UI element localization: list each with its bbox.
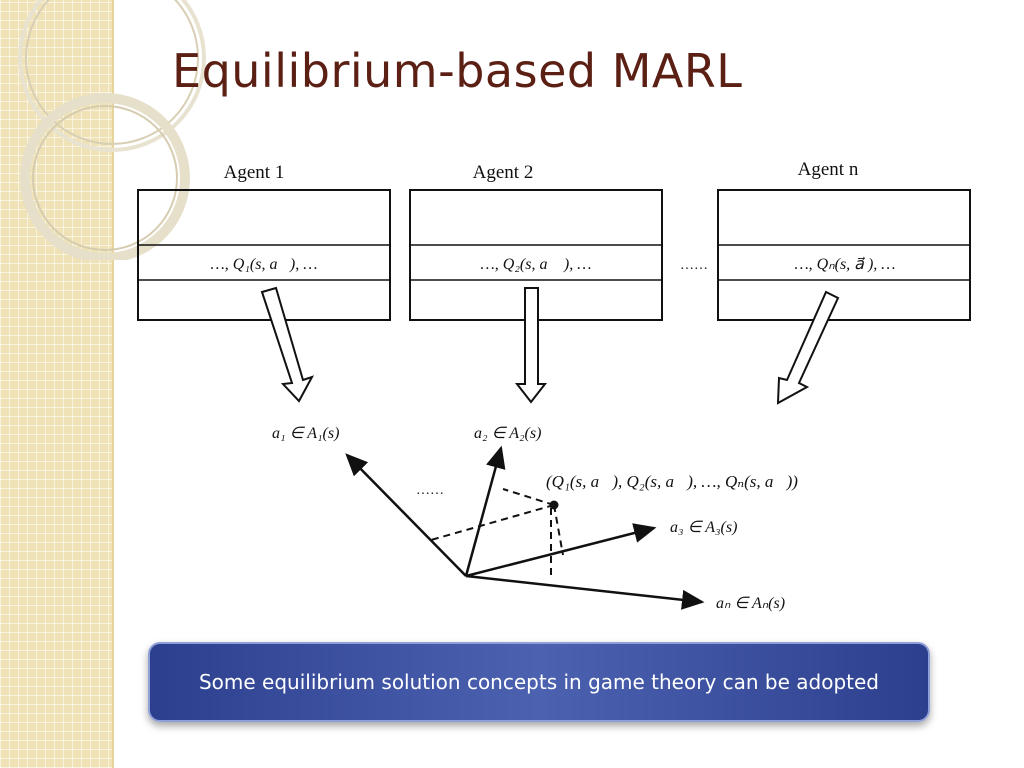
agent-2-label: Agent 2 bbox=[473, 162, 534, 183]
projection-lines bbox=[430, 488, 564, 580]
axis-a1 bbox=[345, 453, 467, 577]
agent-2-q-label: …, Q₂(s, a⃗ ), … bbox=[481, 256, 592, 273]
action-label-a1: a₁ ∈ A₁(s) bbox=[272, 425, 339, 442]
decorative-circles bbox=[18, 0, 206, 260]
action-label-an: aₙ ∈ Aₙ(s) bbox=[716, 595, 785, 612]
caption-banner: Some equilibrium solution concepts in ga… bbox=[148, 642, 930, 722]
agent-1-label: Agent 1 bbox=[224, 162, 285, 183]
agent-2-hollow-arrow bbox=[514, 287, 548, 404]
agent-1-q-label: …, Q₁(s, a⃗), … bbox=[211, 256, 318, 273]
axes-ellipsis: …… bbox=[416, 483, 444, 498]
agent-n-q-label: …, Qₙ(s, a⃗ ), … bbox=[794, 256, 895, 273]
agents-ellipsis: …… bbox=[680, 258, 708, 273]
agent-n-hollow-arrow bbox=[776, 290, 840, 405]
action-label-a2: a₂ ∈ A₂(s) bbox=[474, 425, 541, 442]
axis-a2 bbox=[464, 445, 506, 577]
equilibrium-diagram: Agent 1 …, Q₁(s, a⃗), … Agent 2 …, Q₂(s,… bbox=[137, 159, 971, 612]
agent-1-table: Agent 1 …, Q₁(s, a⃗), … bbox=[137, 162, 391, 321]
axis-a3 bbox=[465, 523, 657, 578]
joint-q-point bbox=[549, 500, 559, 510]
side-decoration-strip bbox=[0, 0, 114, 768]
slide-title: Equilibrium-based MARL bbox=[172, 44, 743, 98]
axis-an bbox=[465, 574, 705, 610]
agent-n-label: Agent n bbox=[798, 159, 859, 180]
joint-q-label: (Q₁(s, a⃗), Q₂(s, a⃗), …, Qₙ(s, a⃗)) bbox=[546, 472, 798, 491]
agent-2-table: Agent 2 …, Q₂(s, a⃗ ), … bbox=[409, 162, 663, 321]
agent-n-table: Agent n …, Qₙ(s, a⃗ ), … bbox=[717, 159, 971, 321]
agent-1-hollow-arrow bbox=[260, 286, 315, 403]
action-label-a3: a₃ ∈ A₃(s) bbox=[670, 519, 737, 536]
